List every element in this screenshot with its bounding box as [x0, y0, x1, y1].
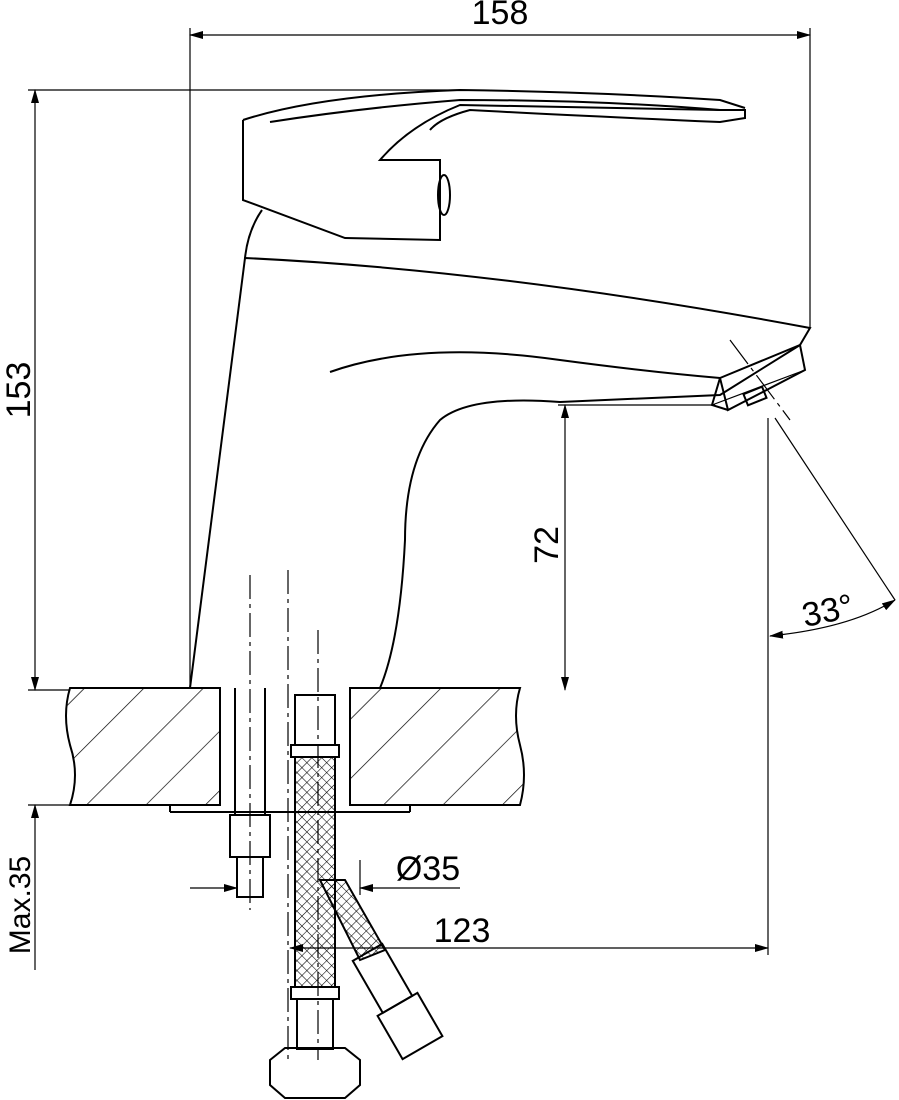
- faucet-body: [189, 209, 812, 689]
- dimension-angle-33: 33°: [767, 417, 896, 955]
- dimension-label-123: 123: [434, 912, 491, 950]
- faucet-handle-lever: [242, 88, 746, 242]
- dimension-label-72: 72: [528, 526, 566, 564]
- dimension-72: 72: [528, 404, 715, 691]
- dimension-label-153: 153: [0, 362, 38, 419]
- dimension-label-33: 33°: [799, 587, 857, 635]
- dimension-label-diameter-35: Ø35: [396, 850, 460, 888]
- dimension-label-158: 158: [472, 0, 529, 32]
- dimension-diameter-35: Ø35: [190, 850, 460, 895]
- dimension-label-max-35: Max.35: [4, 856, 37, 954]
- dimension-123: 123: [289, 912, 769, 952]
- flexible-hoses: [269, 570, 444, 1099]
- counter-top-section: [65, 687, 525, 813]
- dimension-153: 153: [0, 89, 460, 691]
- dimension-max-35: Max.35: [4, 804, 70, 970]
- mounting-stud: [229, 575, 271, 910]
- dimension-158: 158: [189, 0, 811, 688]
